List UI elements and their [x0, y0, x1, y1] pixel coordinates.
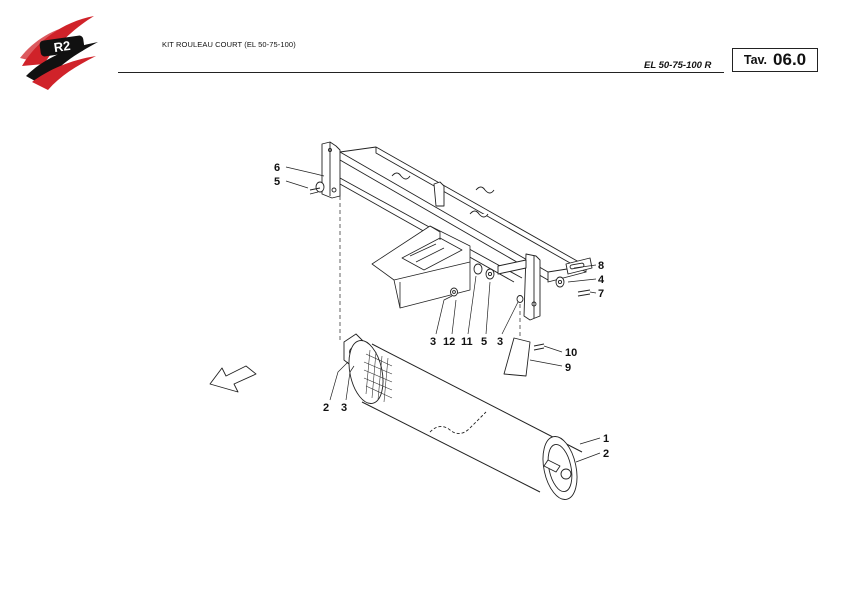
- callout-labels: 6 5 8 4 7 3 12 11 5 3 10 9 2 3 1 2: [274, 162, 609, 460]
- callout: 6: [274, 162, 280, 174]
- document-title: KIT ROULEAU COURT (EL 50-75-100): [162, 40, 296, 49]
- callout: 2: [323, 402, 329, 414]
- callout: 5: [274, 176, 280, 188]
- callout: 5: [481, 336, 487, 348]
- callout: 3: [430, 336, 436, 348]
- callout: 11: [461, 336, 473, 348]
- callout: 8: [598, 260, 604, 272]
- tav-label: Tav.: [743, 53, 768, 67]
- callout: 10: [565, 347, 577, 359]
- leader-lines: [285, 166, 601, 463]
- callout: 1: [603, 433, 609, 445]
- roller: [348, 340, 583, 500]
- callout: 3: [341, 402, 347, 414]
- callout: 12: [443, 336, 455, 348]
- machine-chassis: [371, 225, 471, 309]
- tav-number: 06.0: [773, 50, 807, 69]
- callout: 2: [603, 448, 609, 460]
- r2-logo: R2: [20, 16, 98, 90]
- scraper-bracket: [503, 337, 531, 377]
- callout: 9: [565, 362, 571, 374]
- frame-bracket: [321, 141, 593, 321]
- alignment-lines: [339, 196, 521, 340]
- header-divider: [118, 72, 724, 73]
- hardware: [309, 181, 591, 351]
- model-code: EL 50-75-100 R: [644, 60, 712, 71]
- direction-arrow: [209, 365, 257, 393]
- callout: 4: [598, 274, 605, 286]
- callout: 7: [598, 288, 604, 300]
- callout: 3: [497, 336, 503, 348]
- plate-number-box: Tav. 06.0: [732, 48, 818, 72]
- logo-text: R2: [53, 38, 72, 55]
